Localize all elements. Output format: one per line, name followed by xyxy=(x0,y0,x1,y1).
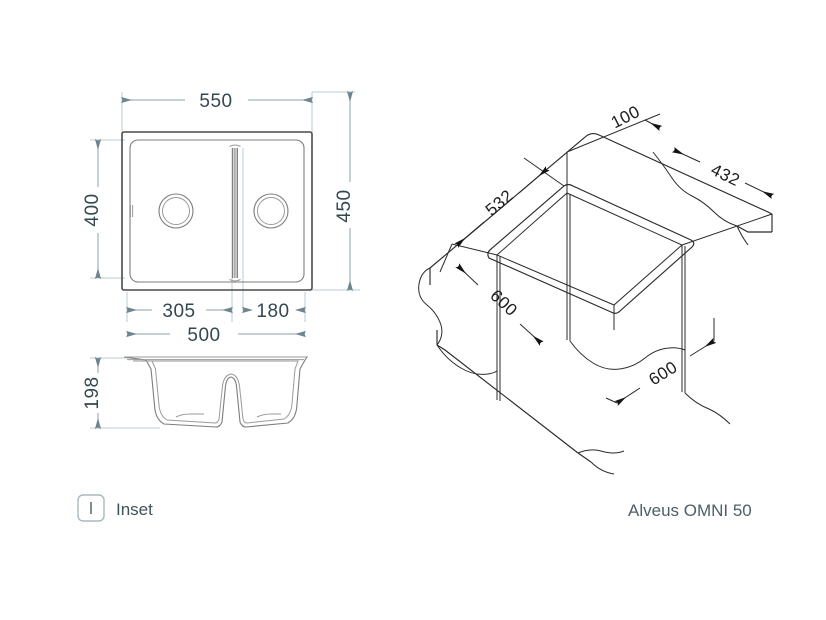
sink-outer-rim xyxy=(121,131,313,291)
dim-label-550: 550 xyxy=(199,91,232,112)
dim-label-198: 198 xyxy=(82,376,103,409)
dimension-inner-width: 500 xyxy=(126,325,306,346)
dimension-bowl-depth-left: 400 xyxy=(82,139,103,279)
sink-body-iso xyxy=(496,193,686,401)
dim-label-400: 400 xyxy=(82,193,103,226)
sink-bowl-divider xyxy=(229,144,241,282)
top-view: 550 400 450 305 180 xyxy=(82,91,360,346)
dimension-bowl-depth: 198 xyxy=(82,357,103,429)
cabinet-break-lines xyxy=(436,340,731,475)
mount-type-label: Inset xyxy=(116,500,153,519)
dimension-bowl-right-width: 180 xyxy=(242,301,306,322)
product-name: Alveus OMNI 50 xyxy=(628,501,752,520)
dimension-overall-depth-right: 450 xyxy=(334,91,355,291)
countertop-slab xyxy=(418,132,773,463)
sink-section-profile xyxy=(123,356,309,428)
drain-right xyxy=(253,193,289,229)
front-section-view: 198 xyxy=(82,356,309,429)
dim-label-180: 180 xyxy=(256,301,289,322)
drain-left xyxy=(158,193,194,229)
dimension-overall-width: 550 xyxy=(121,91,313,112)
dim-label-500: 500 xyxy=(187,325,220,346)
dim-label-450: 450 xyxy=(334,189,355,222)
dim-label-305: 305 xyxy=(162,301,195,322)
dimension-bowl-left-width: 305 xyxy=(126,301,233,322)
footer: Inset Alveus OMNI 50 xyxy=(77,494,752,522)
inset-icon xyxy=(77,494,105,522)
